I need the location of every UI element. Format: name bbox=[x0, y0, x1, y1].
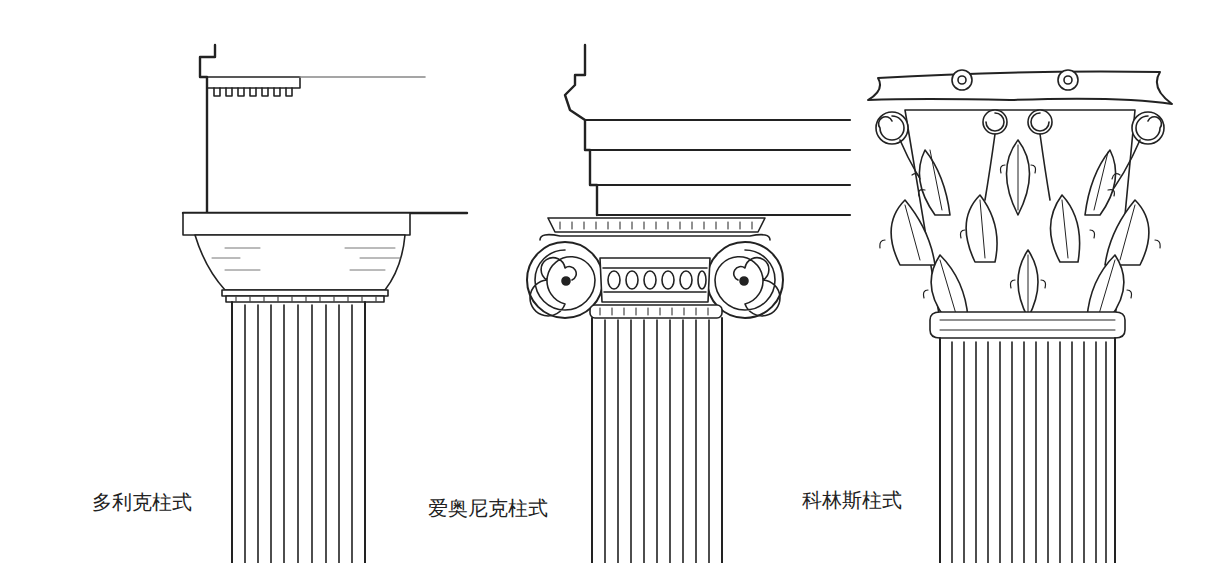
ionic-column bbox=[527, 45, 850, 563]
doric-column bbox=[183, 45, 467, 563]
order-label: 多利克柱式 bbox=[90, 490, 194, 514]
order-label: 科林斯柱式 bbox=[800, 488, 904, 512]
corinthian-column bbox=[868, 70, 1172, 563]
order-label: 爱奥尼克柱式 bbox=[426, 496, 550, 520]
